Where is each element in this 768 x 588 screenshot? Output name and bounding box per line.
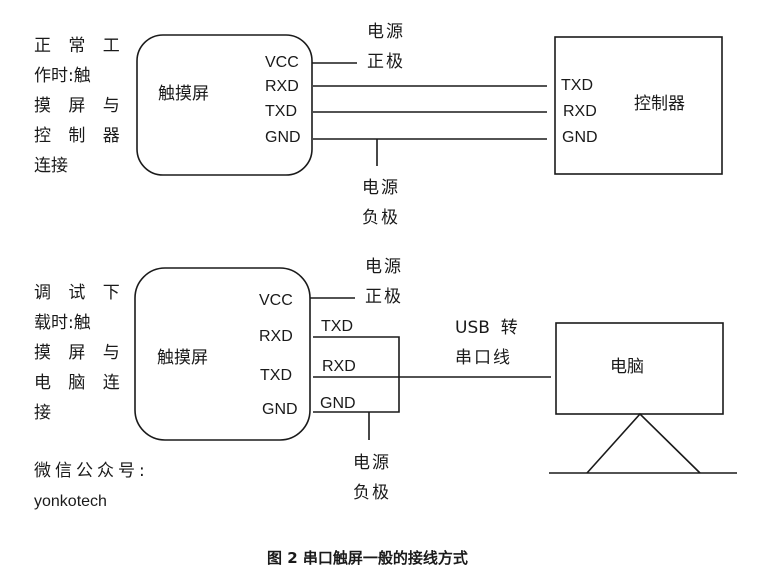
top-description-line: 作时:触 <box>34 66 91 86</box>
controller-pin-gnd: GND <box>562 129 598 146</box>
bottom-touchscreen-label: 触摸屏 <box>157 348 208 368</box>
top-power-positive-label: 电源 <box>367 22 405 42</box>
top-touchscreen-pin-gnd: GND <box>265 129 301 146</box>
bottom-description-line: 接 <box>34 403 57 423</box>
bottom-touchscreen-pin-txd: TXD <box>260 367 292 384</box>
bottom-wire-label-gnd: GND <box>320 395 356 412</box>
top-power-negative-label: 负极 <box>362 208 400 228</box>
top-touchscreen-label: 触摸屏 <box>158 84 209 104</box>
bottom-wire-label-rxd: RXD <box>322 358 356 375</box>
bottom-power-positive-label: 电源 <box>365 257 403 277</box>
top-touchscreen-box <box>136 34 313 176</box>
wechat-label: 微信公众号: <box>34 461 149 481</box>
figure-caption: 图 2 串口触屏一般的接线方式 <box>267 549 468 567</box>
top-touchscreen-pin-vcc: VCC <box>265 54 299 71</box>
bottom-txd-rxd-loop-wire <box>313 336 400 413</box>
controller-box <box>554 36 723 175</box>
top-power-negative-label: 电源 <box>362 178 400 198</box>
computer-stand <box>586 412 701 474</box>
top-touchscreen-pin-txd: TXD <box>265 103 297 120</box>
bottom-description-line: 电 脑 连 <box>34 373 126 393</box>
computer-label: 电脑 <box>610 357 644 377</box>
top-touchscreen-pin-rxd: RXD <box>265 78 299 95</box>
controller-label: 控制器 <box>634 94 685 114</box>
bottom-description-line: 调 试 下 <box>34 283 126 303</box>
bottom-touchscreen-pin-rxd: RXD <box>259 328 293 345</box>
top-description-line: 摸 屏 与 <box>34 96 126 116</box>
bottom-power-negative-label: 电源 <box>353 453 391 473</box>
top-description-line: 连接 <box>34 156 68 176</box>
bottom-wire-label-txd: TXD <box>321 318 353 335</box>
bottom-touchscreen-pin-gnd: GND <box>262 401 298 418</box>
top-description-line: 正 常 工 <box>34 36 126 56</box>
bottom-power-positive-label: 正极 <box>365 287 403 307</box>
controller-pin-rxd: RXD <box>563 103 597 120</box>
top-power-positive-label: 正极 <box>367 52 405 72</box>
usb-cable-label: 串口线 <box>455 348 512 368</box>
bottom-touchscreen-box <box>134 267 311 441</box>
bottom-touchscreen-pin-vcc: VCC <box>259 292 293 309</box>
bottom-description-line: 载时:触 <box>34 313 91 333</box>
usb-cable-label: USB 转 <box>455 318 518 338</box>
wechat-account: yonkotech <box>34 493 107 510</box>
controller-pin-txd: TXD <box>561 77 593 94</box>
bottom-description-line: 摸 屏 与 <box>34 343 126 363</box>
bottom-power-negative-label: 负极 <box>353 483 391 503</box>
top-description-line: 控 制 器 <box>34 126 126 146</box>
